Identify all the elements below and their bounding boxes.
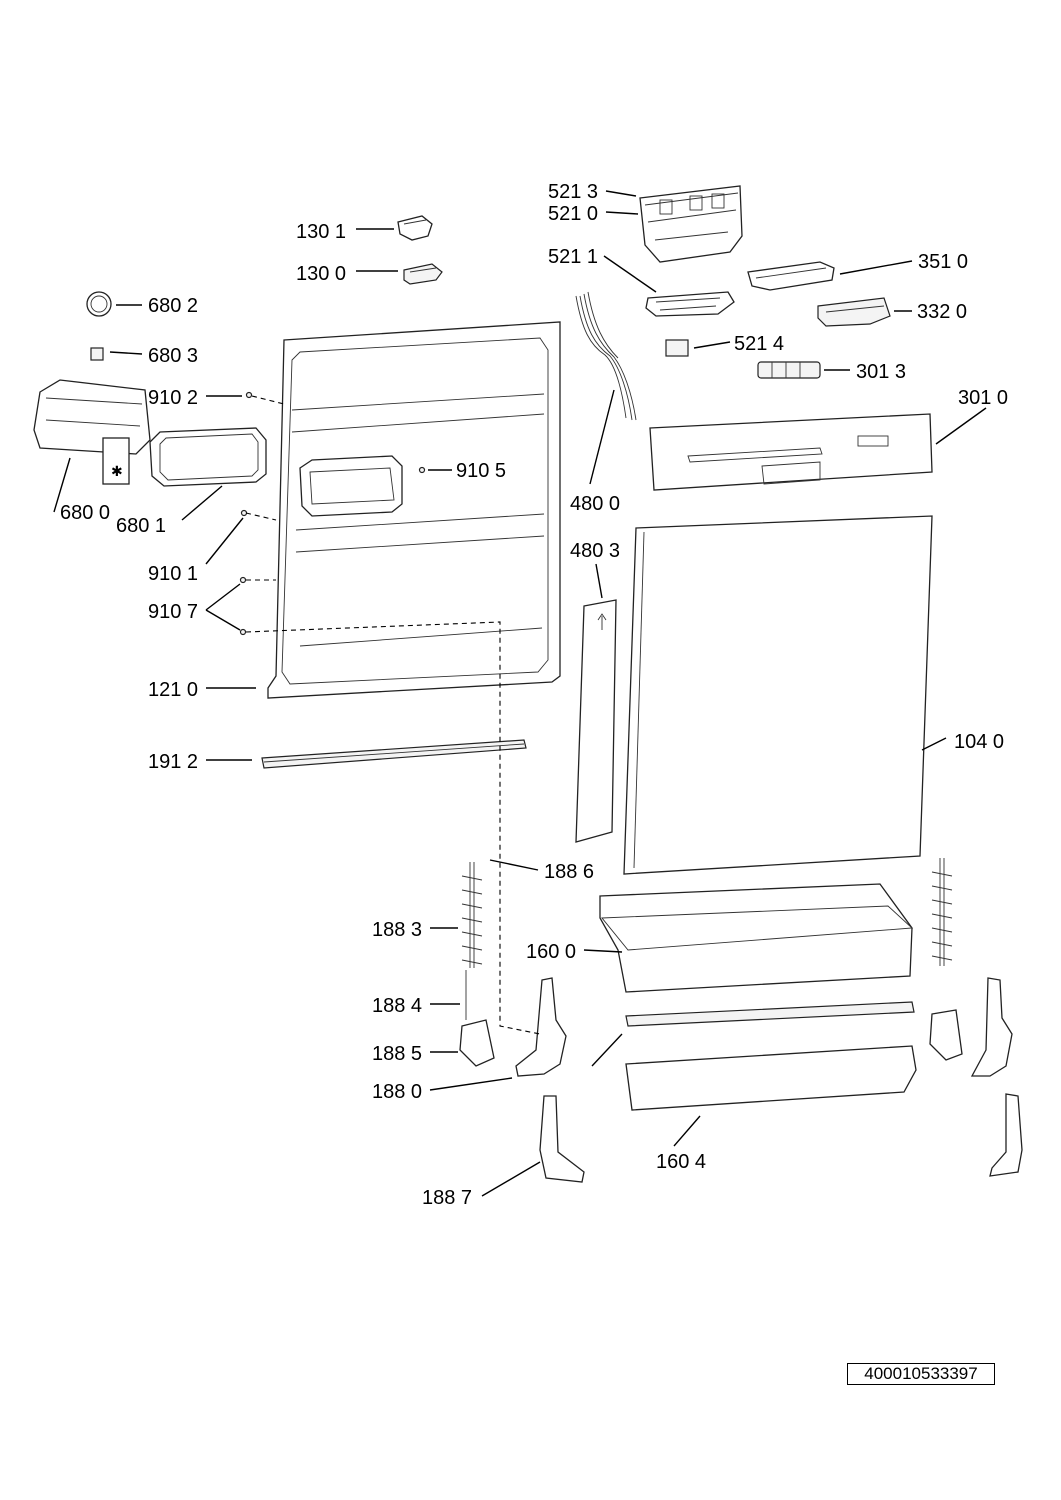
label-480-0: 480 0 (570, 493, 620, 515)
label-910-2: 910 2 (148, 387, 198, 409)
part-outer-door-panel (623, 515, 933, 875)
label-521-4: 521 4 (734, 333, 784, 355)
label-680-0: 680 0 (60, 502, 110, 524)
part-control-module-housing (639, 185, 743, 263)
leader-lines (53, 190, 987, 1197)
part-lower-trim (625, 1001, 917, 1111)
label-680-2: 680 2 (148, 295, 198, 317)
label-188-5: 188 5 (372, 1043, 422, 1065)
part-side-trim (575, 599, 617, 843)
label-121-0: 121 0 (148, 679, 198, 701)
label-332-0: 332 0 (917, 301, 967, 323)
label-351-0: 351 0 (918, 251, 968, 273)
label-301-0: 301 0 (958, 387, 1008, 409)
part-ring-seal (86, 291, 112, 317)
label-188-7: 188 7 (422, 1187, 472, 1209)
part-hinge-right (929, 858, 1023, 1177)
label-188-0: 188 0 (372, 1081, 422, 1103)
part-electronic-board (645, 291, 735, 317)
label-521-3: 521 3 (548, 181, 598, 203)
label-130-0: 130 0 (296, 263, 346, 285)
part-kick-plate (599, 883, 914, 993)
part-dispenser-gasket (149, 427, 267, 487)
document-id-box: 400010533397 (847, 1363, 995, 1385)
assembly-dashed-lines (245, 395, 541, 1035)
part-screws (239, 391, 426, 636)
part-inner-door-panel (267, 321, 561, 699)
part-door-lock-lower (403, 263, 443, 285)
part-control-panel (649, 413, 933, 491)
label-188-6: 188 6 (544, 861, 594, 883)
part-small-cap (90, 347, 104, 361)
part-push-buttons (757, 361, 821, 379)
part-switch-unit (817, 297, 891, 327)
label-910-5: 910 5 (456, 460, 506, 482)
part-detergent-dispenser: ✱ (33, 379, 151, 485)
label-130-1: 130 1 (296, 221, 346, 243)
label-104-0: 104 0 (954, 731, 1004, 753)
label-188-3: 188 3 (372, 919, 422, 941)
label-521-1: 521 1 (548, 246, 598, 268)
label-680-1: 680 1 (116, 515, 166, 537)
label-301-3: 301 3 (856, 361, 906, 383)
part-wire-harness (575, 291, 637, 421)
label-160-4: 160 4 (656, 1151, 706, 1173)
label-521-0: 521 0 (548, 203, 598, 225)
label-188-4: 188 4 (372, 995, 422, 1017)
label-910-1: 910 1 (148, 563, 198, 585)
label-680-3: 680 3 (148, 345, 198, 367)
label-480-3: 480 3 (570, 540, 620, 562)
part-wiring-bracket (747, 261, 835, 291)
part-small-connector (665, 339, 689, 357)
part-hinge-left (459, 862, 585, 1183)
label-191-2: 191 2 (148, 751, 198, 773)
part-door-lock-upper (397, 215, 433, 241)
callout-labels: 521 3 521 0 130 1 130 0 521 1 351 0 680 … (60, 181, 1008, 1209)
svg-text:✱: ✱ (111, 464, 123, 480)
label-160-0: 160 0 (526, 941, 576, 963)
part-lower-seal (261, 739, 527, 769)
label-910-7: 910 7 (148, 601, 198, 623)
